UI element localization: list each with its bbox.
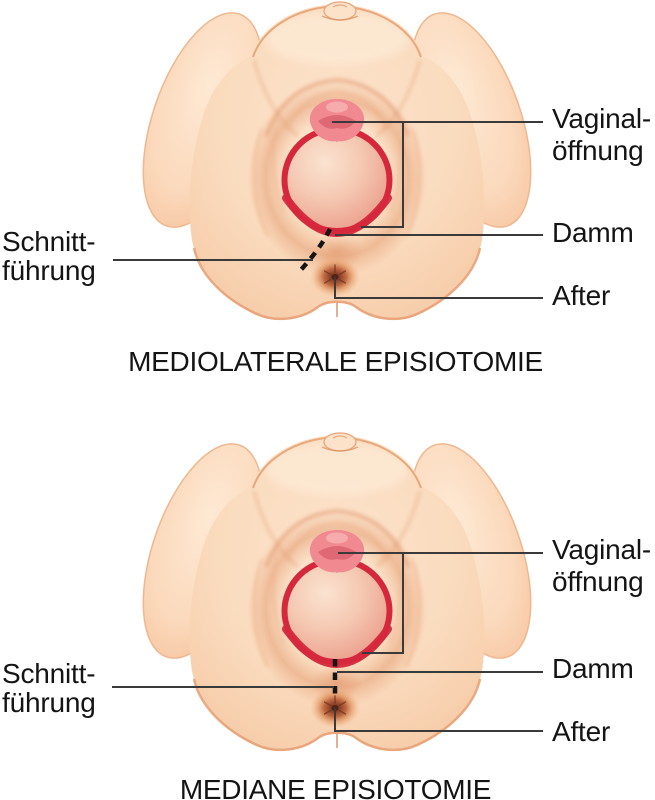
label-schnitt-line1: Schnitt- — [2, 658, 96, 689]
label-schnitt-line2: führung — [2, 255, 96, 286]
label-vaginal-line1: Vaginal- — [552, 103, 652, 134]
frenulum-pink-tissue — [309, 530, 365, 573]
diagram-title-mediolateral: MEDIOLATERALE EPISIOTOMIE — [128, 346, 543, 377]
label-damm: Damm — [552, 653, 634, 684]
vulva-illustration-median — [112, 432, 543, 752]
label-vaginal-line1: Vaginal- — [552, 534, 652, 565]
fetal-head — [287, 131, 387, 229]
vaginal-opening-bracket — [362, 553, 404, 654]
clitoral-hood-bump — [321, 432, 359, 452]
label-vaginal-oeffnung: Vaginal- öffnung — [552, 534, 651, 598]
vulva-illustration-mediolateral — [113, 1, 543, 321]
leader-after — [334, 277, 543, 299]
label-vaginal-line2: öffnung — [552, 135, 644, 166]
label-after: After — [552, 716, 611, 747]
diagram-mediolateral-episiotomie: Vaginal- öffnung Damm After Schnitt- füh… — [2, 1, 651, 377]
incision-dashed-line-mediolateral — [296, 227, 333, 275]
diagram-title-median: MEDIANE EPISIOTOMIE — [179, 774, 492, 800]
label-vaginal-line2: öffnung — [552, 566, 644, 597]
leader-lines — [112, 552, 543, 732]
label-schnittfuehrung: Schnitt- führung — [2, 227, 96, 285]
label-damm: Damm — [552, 217, 634, 248]
leader-after — [334, 708, 543, 732]
label-schnitt-line1: Schnitt- — [2, 226, 96, 257]
label-after: After — [552, 280, 611, 311]
clitoral-hood-bump — [321, 1, 359, 21]
label-schnittfuehrung: Schnitt- führung — [2, 659, 96, 717]
diagram-mediane-episiotomie: Vaginal- öffnung Damm After Schnitt- füh… — [0, 431, 655, 800]
label-vaginal-oeffnung: Vaginal- öffnung — [552, 103, 651, 167]
vaginal-opening-bracket — [361, 122, 404, 228]
fetal-head — [287, 562, 387, 660]
label-schnitt-line2: führung — [2, 687, 96, 718]
leader-lines — [113, 121, 543, 299]
